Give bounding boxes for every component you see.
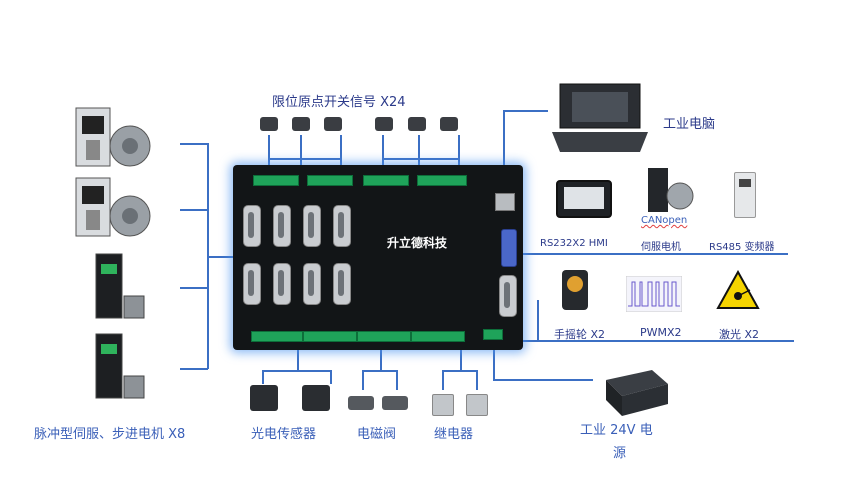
- inverter-image: [734, 172, 756, 218]
- canopen-label: CANopen: [641, 215, 688, 226]
- bottom-stub-1: [262, 370, 264, 384]
- limit-bus-right: [382, 158, 460, 160]
- pwm-waveform: [625, 275, 683, 316]
- motor-branch-1: [180, 143, 208, 145]
- terminal-power: [483, 329, 503, 340]
- solenoid-valve-1: [348, 396, 374, 410]
- bottom-stub-3: [362, 370, 364, 390]
- bottom-drop-c: [460, 350, 462, 372]
- limit-switch-1: [260, 117, 278, 131]
- power-label-line1: 工业 24V 电: [580, 423, 653, 438]
- limit-drop-3: [340, 135, 342, 165]
- inverter-label: RS485 变频器: [709, 242, 775, 253]
- ethernet-port: [495, 193, 515, 211]
- pwm-label: PWMX2: [640, 326, 682, 339]
- servo-motor-image: [646, 166, 696, 220]
- power-cable-h: [493, 379, 593, 381]
- relay-2: [466, 394, 488, 416]
- servo-motor-label: 伺服电机: [641, 242, 681, 253]
- limit-drop-1: [268, 135, 270, 165]
- industrial-pc-image: [548, 82, 653, 158]
- db-connector-6: [273, 263, 291, 305]
- photo-sensor-1: [250, 385, 278, 411]
- limit-switch-6: [440, 117, 458, 131]
- io-bus: [520, 340, 794, 342]
- db-connector-1: [243, 205, 261, 247]
- db-connector-2: [273, 205, 291, 247]
- relay-1: [432, 394, 454, 416]
- hmi-label: RS232X2 HMI: [540, 238, 608, 249]
- handwheel-label: 手摇轮 X2: [554, 328, 606, 341]
- bottom-stub-4: [396, 370, 398, 390]
- io-bus-v: [537, 300, 539, 342]
- terminal-top-3: [363, 175, 409, 186]
- power-supply-image: [600, 368, 672, 422]
- pc-cable-v: [503, 110, 505, 192]
- limit-switch-5: [408, 117, 426, 131]
- limit-drop-6: [458, 135, 460, 165]
- limit-drop-5: [418, 135, 420, 165]
- db-connector-8: [333, 263, 351, 305]
- terminal-top-1: [253, 175, 299, 186]
- db-connector-3: [303, 205, 321, 247]
- serial-port: [501, 229, 517, 267]
- db-connector-7: [303, 263, 321, 305]
- bottom-bus-c: [442, 370, 477, 372]
- terminal-bottom-2: [303, 331, 357, 342]
- power-label-line2: 源: [613, 446, 627, 461]
- servo-drive-2: [72, 174, 151, 244]
- pc-cable-h: [503, 110, 548, 112]
- stepper-drive-2: [92, 332, 162, 402]
- bottom-stub-6: [476, 370, 478, 390]
- terminal-bottom-3: [357, 331, 411, 342]
- board-title: 升立德科技: [387, 236, 448, 250]
- bottom-drop-b: [380, 350, 382, 372]
- limit-drop-4: [382, 135, 384, 165]
- laser-label: 激光 X2: [719, 328, 760, 341]
- stepper-drive-1: [92, 252, 162, 322]
- db-connector-right: [499, 275, 517, 317]
- rs-bus: [520, 253, 788, 255]
- motor-branch-4: [180, 368, 208, 370]
- db-connector-5: [243, 263, 261, 305]
- bottom-stub-5: [442, 370, 444, 390]
- limit-bus-left: [268, 158, 342, 160]
- photo-sensor-2: [302, 385, 330, 411]
- motor-branch-2: [180, 209, 208, 211]
- solenoid-label: 电磁阀: [357, 427, 397, 442]
- terminal-top-2: [307, 175, 353, 186]
- relay-label: 继电器: [434, 427, 474, 442]
- terminal-bottom-4: [411, 331, 465, 342]
- motor-branch-3: [180, 287, 208, 289]
- photo-sensor-label: 光电传感器: [251, 427, 317, 442]
- limit-drop-2: [300, 135, 302, 165]
- pulse-motor-label: 脉冲型伺服、步进电机 X8: [34, 427, 186, 442]
- bottom-stub-2: [330, 370, 332, 384]
- motor-bus-link: [207, 256, 235, 258]
- terminal-bottom-1: [251, 331, 303, 342]
- servo-drive-1: [72, 104, 151, 174]
- handwheel-image: [562, 270, 588, 310]
- limit-switch-4: [375, 117, 393, 131]
- bottom-drop-a: [297, 350, 299, 372]
- terminal-top-4: [417, 175, 467, 186]
- bottom-bus-b: [362, 370, 397, 372]
- controller-board: 升立德科技: [233, 165, 523, 350]
- hmi-image: [556, 180, 612, 218]
- solenoid-valve-2: [382, 396, 408, 410]
- limit-switch-label: 限位原点开关信号 X24: [272, 95, 406, 110]
- laser-warning-icon: [716, 269, 760, 314]
- limit-switch-3: [324, 117, 342, 131]
- power-cable-v: [493, 345, 495, 380]
- industrial-pc-label: 工业电脑: [663, 117, 716, 132]
- limit-switch-2: [292, 117, 310, 131]
- db-connector-4: [333, 205, 351, 247]
